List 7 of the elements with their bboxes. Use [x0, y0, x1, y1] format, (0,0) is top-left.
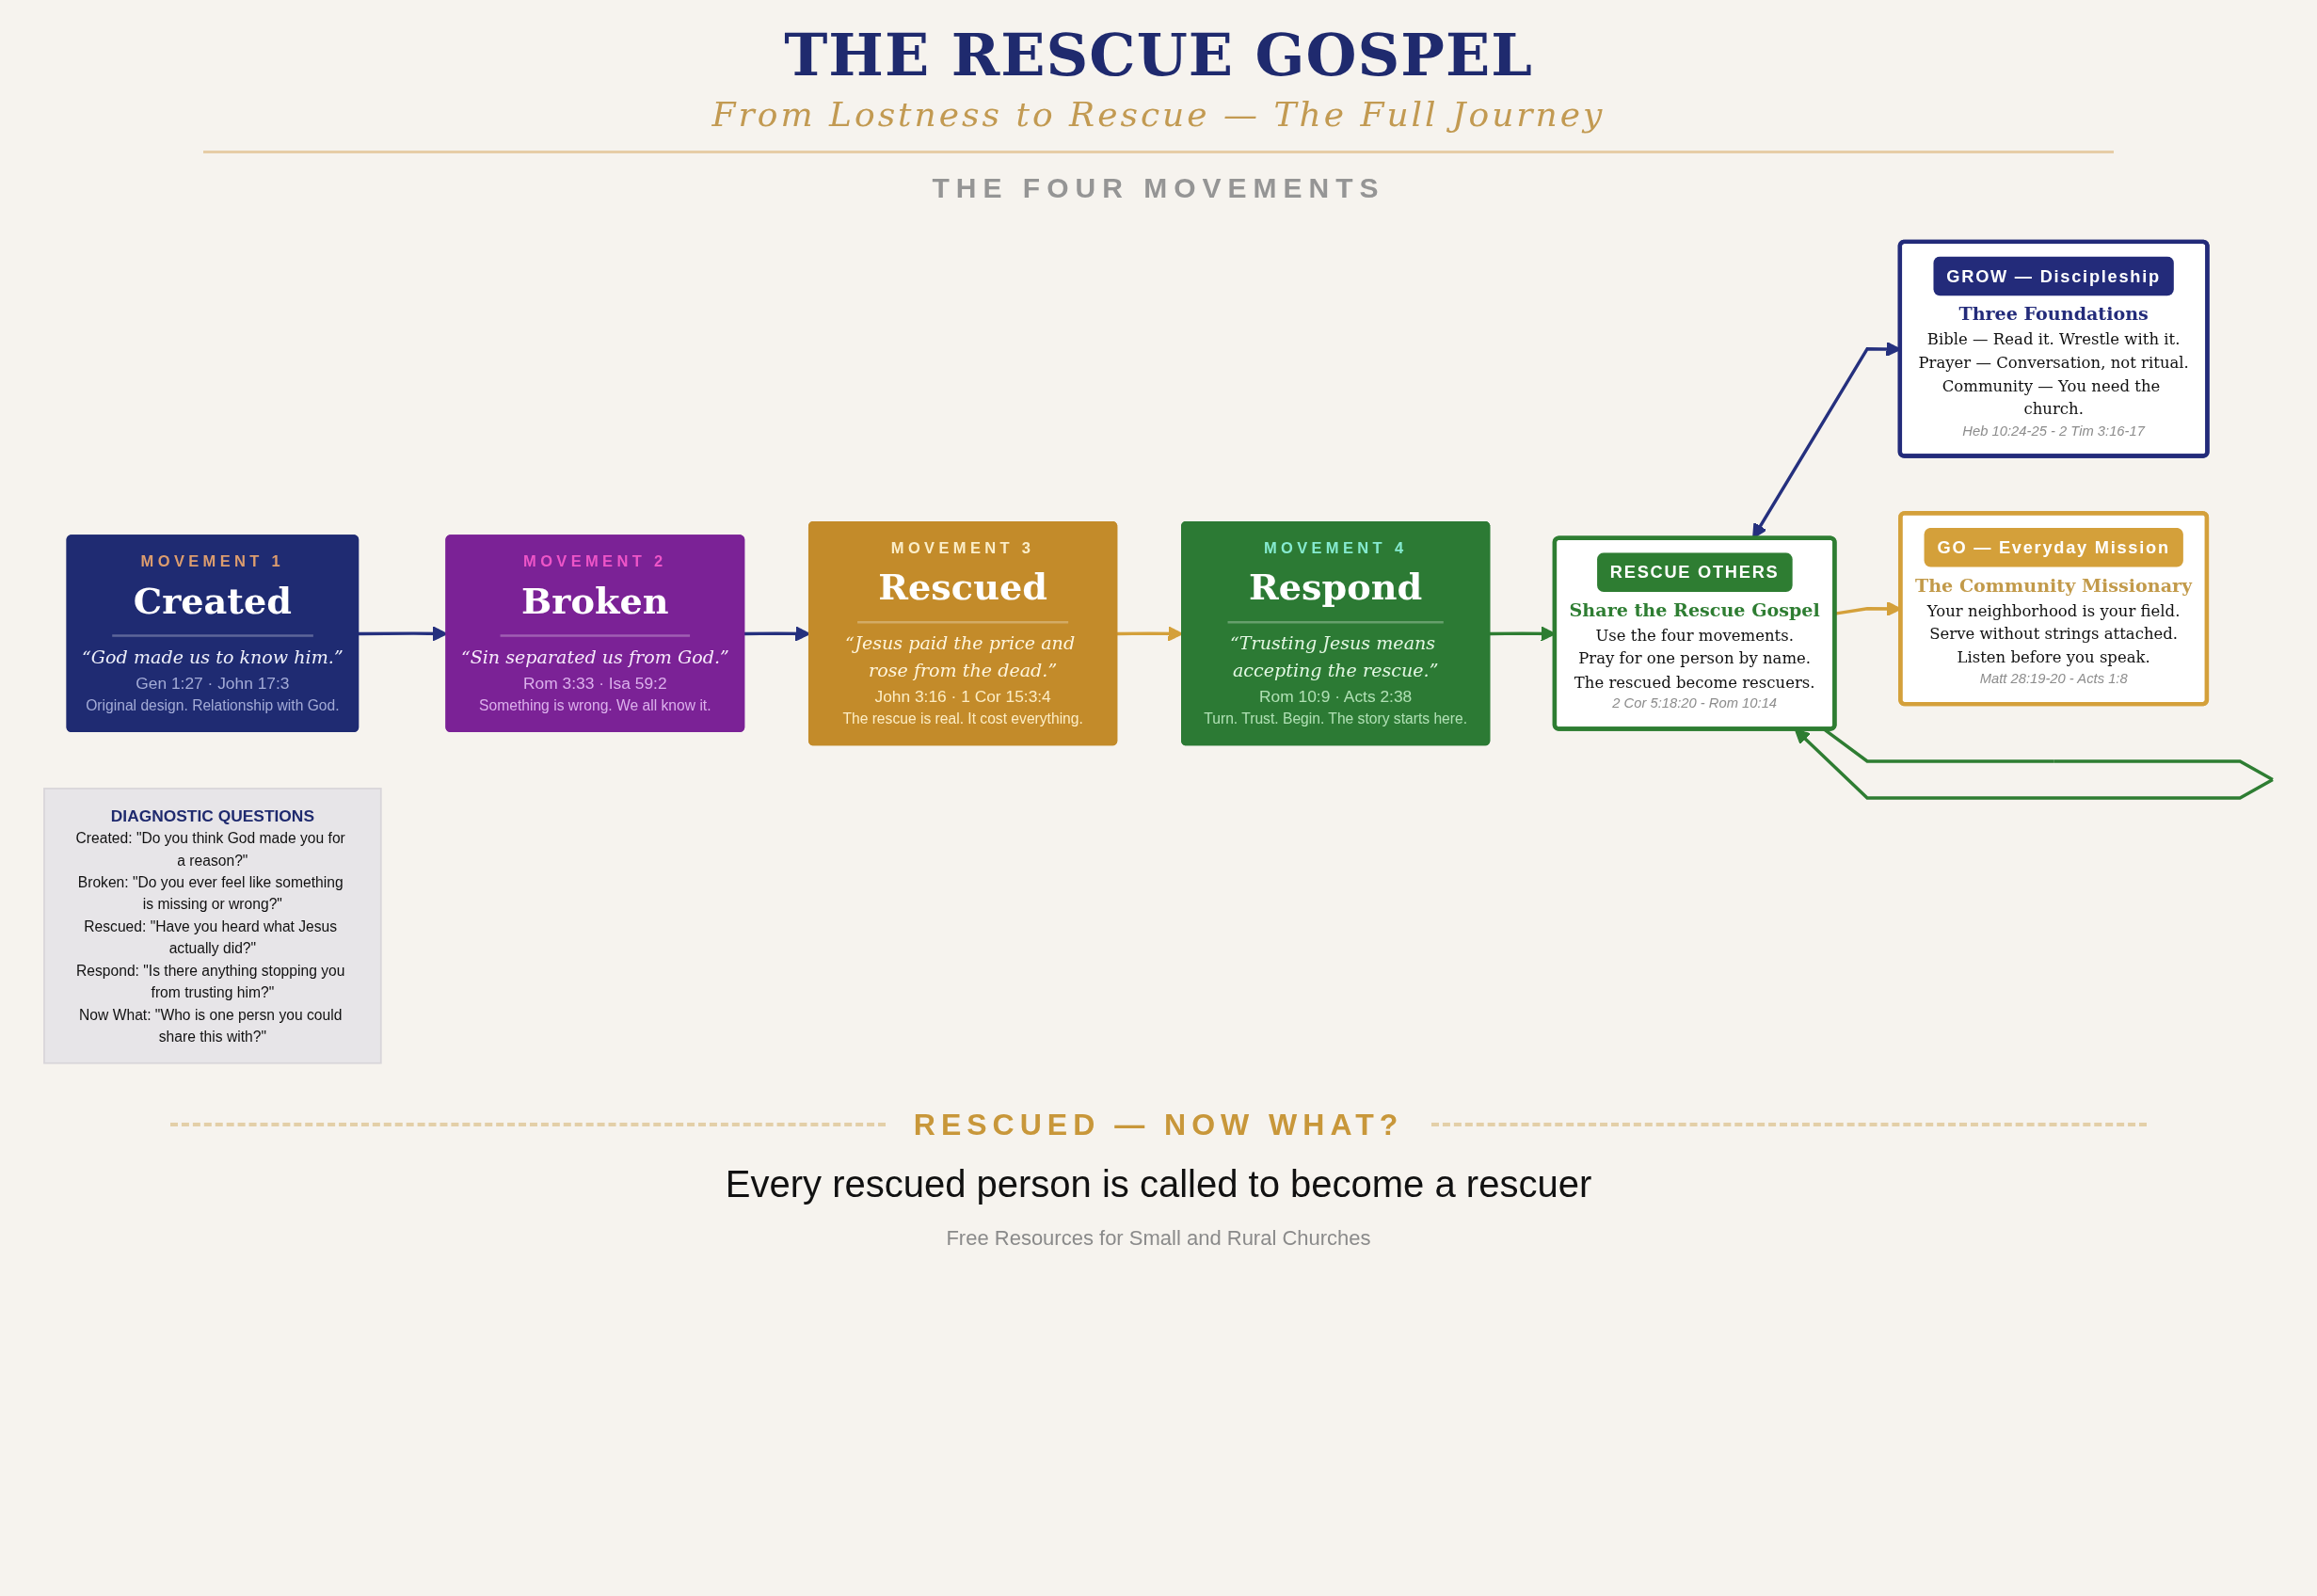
tagline-text: Every rescued person is called to become a rescuer	[725, 1162, 1592, 1205]
title: THE RESCUE GOSPEL	[784, 21, 1533, 89]
section-heading: THE FOUR MOVEMENTS	[932, 172, 1385, 204]
section-heading: RESCUED — NOW WHAT?	[912, 1107, 1405, 1142]
subtitle: From Lostness to Rescue — The Full Journey	[711, 95, 1606, 134]
node-box: DIAGNOSTIC QUESTIONS Created: "Do you think God made you for a reason?" Broken: "Do you ever feel like something is missing or wrong?" Rescued: "Have you heard what Jesus actually did?" Respond: "Is there anything stopping you from trusting him?" Now What: "Who is one persn you could share this with?"	[43, 788, 382, 1064]
footer-caption: Free Resources for Small and Rural Churches	[946, 1225, 1371, 1251]
